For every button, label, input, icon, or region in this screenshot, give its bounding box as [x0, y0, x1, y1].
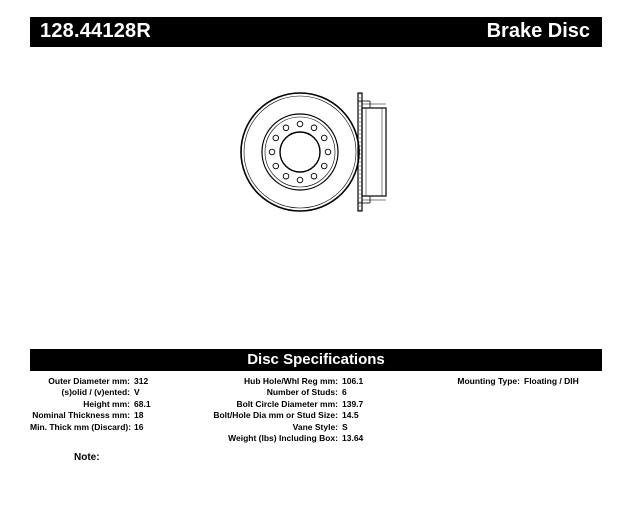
spec-column-1: Outer Diameter mm: 312 (s)olid / (v)ented… — [30, 376, 151, 433]
spec-value: 6 — [342, 387, 347, 398]
spec-label: Bolt/Hole Dia mm or Stud Size: — [213, 410, 338, 421]
spec-row-solid-vented: (s)olid / (v)ented: V — [30, 387, 151, 398]
spec-value: 18 — [134, 410, 144, 421]
spec-label: Vane Style: — [292, 421, 338, 432]
spec-label: Height mm: — [83, 398, 130, 409]
spec-label: Nominal Thickness mm: — [32, 410, 130, 421]
spec-row-bolt-circle: Bolt Circle Diameter mm: 139.7 — [200, 399, 363, 410]
spec-row-min-thickness: Min. Thick mm (Discard):16 — [30, 422, 151, 433]
spec-row-outer-diameter: Outer Diameter mm: 312 — [30, 376, 151, 387]
spec-value: S — [342, 421, 348, 432]
spec-row-nominal-thickness: Nominal Thickness mm: 18 — [30, 410, 151, 421]
title-bar: 128.44128R Brake Disc — [30, 17, 602, 47]
spec-label: Number of Studs: — [266, 387, 338, 398]
spec-row-bolt-hole-dia: Bolt/Hole Dia mm or Stud Size: 14.5 — [200, 410, 363, 421]
spec-label: Bolt Circle Diameter mm: — [236, 398, 338, 409]
disc-drawing — [240, 92, 387, 212]
spec-row-weight: Weight (lbs) Including Box: 13.64 — [200, 433, 363, 444]
spec-row-mounting-type: Mounting Type: Floating / DIH — [420, 376, 579, 387]
part-number: 128.44128R — [40, 20, 151, 42]
specifications-heading-bar: Disc Specifications — [30, 349, 602, 371]
brake-disc-front-view-icon — [240, 92, 360, 212]
spec-value: 106.1 — [342, 376, 364, 386]
spec-label: Mounting Type: — [457, 376, 520, 386]
note-label: Note: — [74, 452, 100, 463]
spec-row-vane-style: Vane Style: S — [200, 422, 363, 433]
spec-label: Hub Hole/Whl Reg mm: — [244, 376, 338, 386]
spec-value: 16 — [134, 421, 144, 432]
spec-column-3: Mounting Type: Floating / DIH — [420, 376, 579, 387]
spec-value: 13.64 — [342, 433, 364, 444]
bolt-holes — [268, 120, 332, 184]
spec-label: Outer Diameter mm: — [48, 376, 130, 386]
spec-value: V — [134, 387, 140, 398]
spec-value: 68.1 — [134, 398, 151, 409]
spec-value: Floating / DIH — [524, 376, 579, 386]
specifications-heading: Disc Specifications — [247, 351, 385, 368]
spec-value: 14.5 — [342, 410, 359, 421]
spec-row-number-of-studs: Number of Studs: 6 — [200, 387, 363, 398]
spec-row-hub-hole: Hub Hole/Whl Reg mm: 106.1 — [200, 376, 363, 387]
spec-label: Min. Thick mm (Discard): — [30, 421, 132, 432]
product-type: Brake Disc — [486, 20, 590, 42]
spec-column-2: Hub Hole/Whl Reg mm: 106.1 Number of Stud… — [200, 376, 363, 444]
spec-label: Weight (lbs) Including Box: — [228, 433, 338, 444]
brake-disc-side-view-icon — [357, 92, 387, 212]
spec-row-height: Height mm: 68.1 — [30, 398, 151, 410]
spec-value: 139.7 — [342, 398, 364, 409]
spec-value: 312 — [134, 376, 149, 386]
spec-label: (s)olid / (v)ented: — [61, 387, 130, 398]
